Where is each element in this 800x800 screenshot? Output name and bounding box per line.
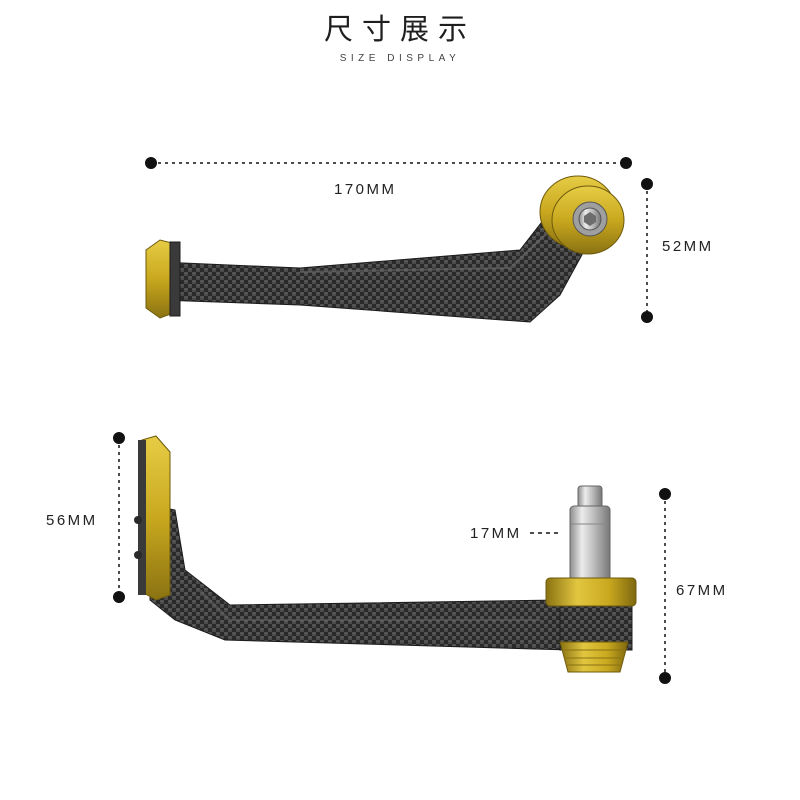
bottom-height-dimension-label: 67MM — [676, 582, 728, 599]
bottom-lever-guard — [134, 435, 637, 673]
length-dimension-label: 170MM — [334, 181, 397, 198]
top-dimension-lines — [145, 157, 653, 323]
mount-height-dimension-label: 56MM — [46, 512, 98, 529]
top-height-dimension-label: 52MM — [662, 238, 714, 255]
page-subtitle: SIZE DISPLAY — [339, 53, 461, 64]
bar-diameter-dimension-label: 17MM — [470, 525, 522, 542]
page-title: 尺寸展示 — [323, 12, 476, 46]
top-lever-guard — [145, 175, 625, 323]
bottom-dimension-lines — [113, 432, 671, 684]
